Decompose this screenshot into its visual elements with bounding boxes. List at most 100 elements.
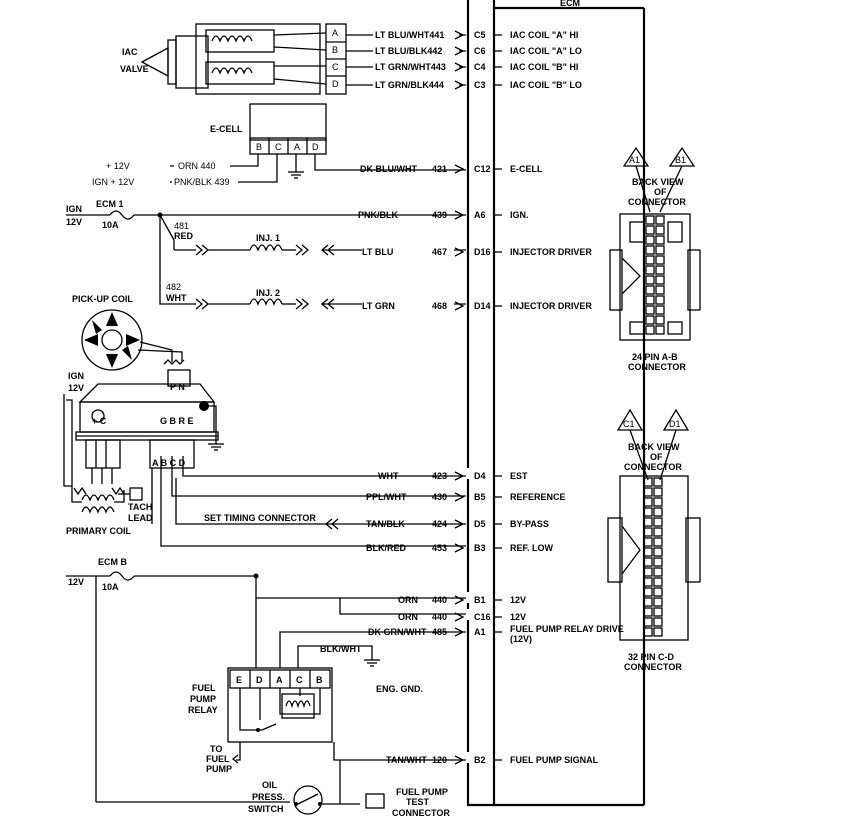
ecm-pin-arrow [454,595,465,605]
test-conn-line2: TEST [406,797,430,807]
connector-pin [645,265,655,275]
cd-pin-d1: D1 [669,419,681,429]
iac-terminal-b: B [332,45,338,55]
fp-voltage: 12V [68,577,84,587]
ecm-pin-id: C12 [474,164,491,174]
ab-pin-a1: A1 [629,155,640,165]
connector-pin [643,477,653,487]
wire-label-bg [373,27,459,38]
ab-title-line2: CONNECTOR [628,362,686,372]
wire-label-bg [364,489,458,500]
ecm1-fuse-rating: 10A [102,220,119,230]
wire-label-bg [360,298,454,309]
connector-pin [655,325,665,335]
ecm-pin-bg [472,299,492,310]
ecm-pin-bg [472,517,492,528]
ecm-pin-function: IAC COIL "B" HI [510,62,578,72]
ecm-pin-function: INJECTOR DRIVER [510,247,592,257]
ab-back-view-line3: CONNECTOR [628,197,686,207]
ecm-pin-arrow [454,164,465,174]
connector-pin [645,325,655,335]
connector-pin [655,225,665,235]
ecm-pin-id: C3 [474,80,486,90]
connector-pin [645,215,655,225]
connector-pin [643,557,653,567]
ecm-pin-function: INJECTOR DRIVER [510,301,592,311]
connector-pin [643,567,653,577]
connector-pin [655,315,665,325]
iac-terminal-d: D [332,79,339,89]
ecell-terminal-b: B [256,142,262,152]
ecm-pin-function: REFERENCE [510,492,566,502]
connector-pin [655,255,665,265]
iac-label-line1: IAC [122,47,138,57]
ab-back-view-line2: OF [654,187,667,197]
ecm-wire-label: LT GRN/BLK444 [375,80,444,90]
ecm-pin-function: IAC COIL "A" HI [510,30,578,40]
connector-pin [643,607,653,617]
ecm-pin-bg [472,610,492,621]
pickup-coil-label: PICK-UP COIL [72,294,133,304]
connector-pin [643,527,653,537]
wire-label-bg [384,752,478,763]
ecm-wire-color: BLK/RED [366,543,406,553]
to-pump-line3: PUMP [206,764,232,774]
connector-pin [653,517,663,527]
connector-pin [653,557,663,567]
module-bottom-terminals: A B C D [152,458,186,468]
e-cell: E-CELL B C A D + 12V ORN 440 IGN + 12V P… [92,103,466,188]
cd-pin-c1: C1 [623,419,635,429]
relay-label-line3: RELAY [188,705,218,715]
inj2-label: INJ. 2 [256,288,280,298]
oil-label-line3: SWITCH [248,804,284,814]
ecm-pin-bg [472,60,492,71]
ecm-pin-id: B5 [474,492,486,502]
ecm-pin-bg [472,753,492,764]
injector-1: 481 RED INJ. 1 [173,221,362,256]
iac-terminal-c: C [332,62,339,72]
connector-pin [653,607,663,617]
connector-pin [655,265,665,275]
wire-label-bg [360,244,454,255]
connector-pin [643,517,653,527]
connector-pin [653,577,663,587]
module-left-terminals: + C [92,416,107,426]
ecm-pin-id: B3 [474,543,486,553]
ecm-pin-function: 12V [510,595,526,605]
ecm-pin-arrow [454,46,465,56]
ecell-terminal-a: A [294,142,300,152]
ecell-wire2-voltage: IGN + 12V [92,177,134,187]
ecm-pin-id: C6 [474,46,486,56]
connector-pin [653,547,663,557]
wire-label-bg [358,161,452,172]
oil-label-line2: PRESS. [252,792,285,802]
ecell-terminal-d: D [312,142,319,152]
connector-pin [655,285,665,295]
ab-back-view-line1: BACK VIEW [632,177,684,187]
inj2-color: WHT [166,293,187,303]
connector-pin [643,487,653,497]
ign-label-line2: 12V [66,217,82,227]
ign-fuse: IGN 12V ECM 1 10A [66,199,466,300]
connector-pin [645,315,655,325]
injector-2: 482 WHT INJ. 2 [159,282,362,310]
connector-pin [643,537,653,547]
ign-label-line1: IGN [66,204,82,214]
ecm-pin-bg [472,245,492,256]
connector-pin [645,235,655,245]
ecm-pin-id: A6 [474,210,486,220]
inj1-label: INJ. 1 [256,233,280,243]
ab-title-line1: 24 PIN A-B [632,352,678,362]
ecm-pin-bg [472,78,492,89]
ecm-pin-arrow [454,543,465,553]
ecm-wire-color: LT GRN [362,301,395,311]
ecmb-fuse-rating: 10A [102,582,119,592]
connector-pin [643,497,653,507]
to-pump-line2: FUEL [206,754,230,764]
connector-pin [653,497,663,507]
ign2-label-line2: 12V [68,383,84,393]
ecm-pin-arrow [454,62,465,72]
ecm-pin-bg [472,44,492,55]
connector-pin [653,587,663,597]
ecm-pin-bg [472,490,492,501]
